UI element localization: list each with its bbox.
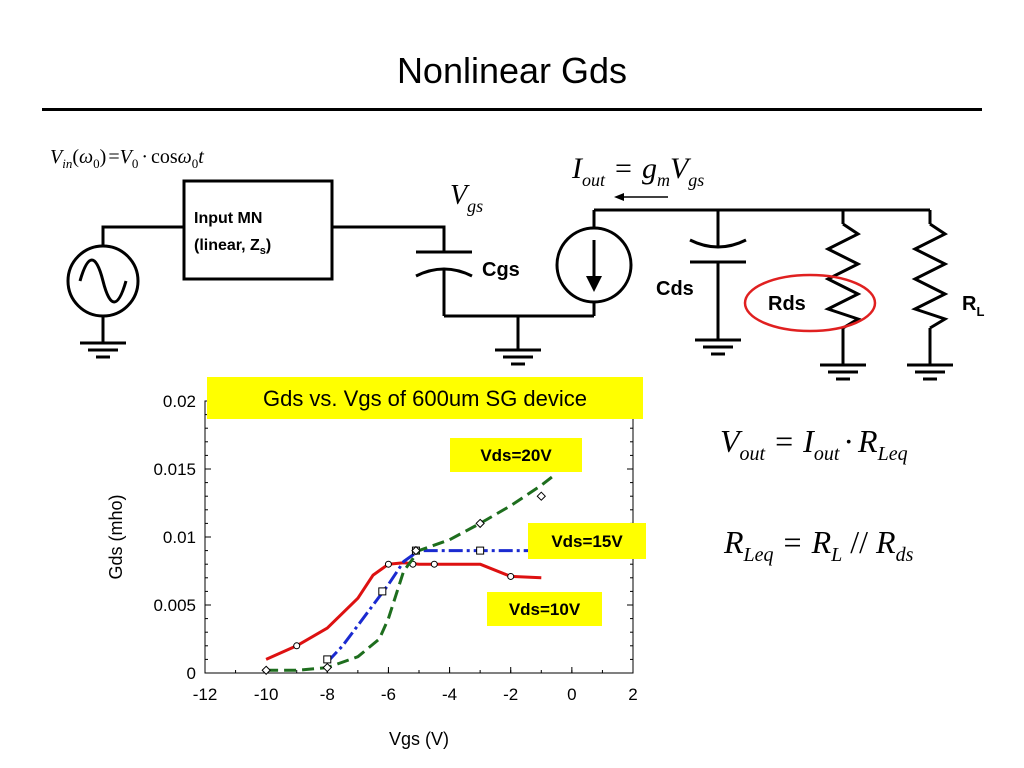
y-tick-label: 0.02 <box>163 392 196 411</box>
rds-highlight-ellipse <box>743 273 877 333</box>
data-point <box>378 587 387 596</box>
ground-icon <box>695 338 741 356</box>
rl-label: RL <box>962 293 984 319</box>
data-point <box>261 665 271 675</box>
page-title: Nonlinear Gds <box>396 50 628 91</box>
chart-title: Gds vs. Vgs of 600um SG device <box>263 386 587 411</box>
cgs-capacitor-icon <box>415 250 473 278</box>
vout-equation: Vout=Iout·RLeq <box>720 423 908 465</box>
title-divider <box>42 108 982 111</box>
x-tick-label: -4 <box>442 685 457 704</box>
series-label-box <box>487 592 602 626</box>
x-tick-label: -6 <box>381 685 396 704</box>
ground-icon <box>495 348 541 366</box>
vgs-label: Vgs <box>450 180 483 216</box>
data-point <box>322 662 332 673</box>
series-label: Vds=15V <box>551 532 623 551</box>
series-label: Vds=20V <box>480 446 552 465</box>
data-point <box>293 642 301 650</box>
circuit-wires <box>101 208 932 365</box>
x-tick-label: -10 <box>254 685 279 704</box>
data-point <box>430 560 438 568</box>
rds-label: Rds <box>768 293 806 315</box>
y-tick-label: 0.015 <box>153 460 196 479</box>
source-equation: Vin(ω0)=V0·cosω0t <box>50 146 204 171</box>
iout-equation: Iout=gmVgs <box>571 152 704 190</box>
ground-icon <box>907 363 953 381</box>
y-tick-label: 0.005 <box>153 596 196 615</box>
matching-network-sublabel: (linear, Zs) <box>194 237 271 257</box>
series-label-box <box>528 523 646 559</box>
matching-network-label: Input MN <box>194 210 262 227</box>
rleq-equation: RLeq=RL//Rds <box>723 524 914 566</box>
x-tick-label: -2 <box>503 685 518 704</box>
y-tick-label: 0.01 <box>163 528 196 547</box>
data-point <box>411 545 421 556</box>
rds-resistor-icon <box>824 222 862 330</box>
cds-capacitor-icon <box>689 238 747 264</box>
data-point <box>323 655 332 664</box>
y-tick-label: 0 <box>187 664 196 683</box>
y-axis-label: Gds (mho) <box>106 494 126 579</box>
x-tick-label: 2 <box>628 685 637 704</box>
x-axis-label: Vgs (V) <box>389 729 449 749</box>
ac-source-icon <box>66 244 140 318</box>
data-point <box>384 560 392 568</box>
series-line <box>326 549 542 664</box>
series-label-box <box>450 438 582 472</box>
matching-network-box <box>182 179 334 281</box>
current-arrow-icon <box>614 193 668 201</box>
cgs-label: Cgs <box>482 259 520 281</box>
data-point <box>475 518 485 529</box>
cds-label: Cds <box>656 278 694 300</box>
data-point <box>507 572 515 580</box>
x-tick-label: 0 <box>567 685 576 704</box>
ground-icon <box>80 341 126 359</box>
series-line <box>265 561 542 661</box>
x-tick-label: -8 <box>320 685 335 704</box>
series-label: Vds=10V <box>509 600 581 619</box>
data-point <box>476 546 485 555</box>
x-tick-label: -12 <box>193 685 218 704</box>
ground-icon <box>820 363 866 381</box>
current-source-icon <box>555 226 633 304</box>
data-point <box>536 491 546 501</box>
chart-title-box <box>207 377 643 419</box>
rl-resistor-icon <box>911 222 949 330</box>
